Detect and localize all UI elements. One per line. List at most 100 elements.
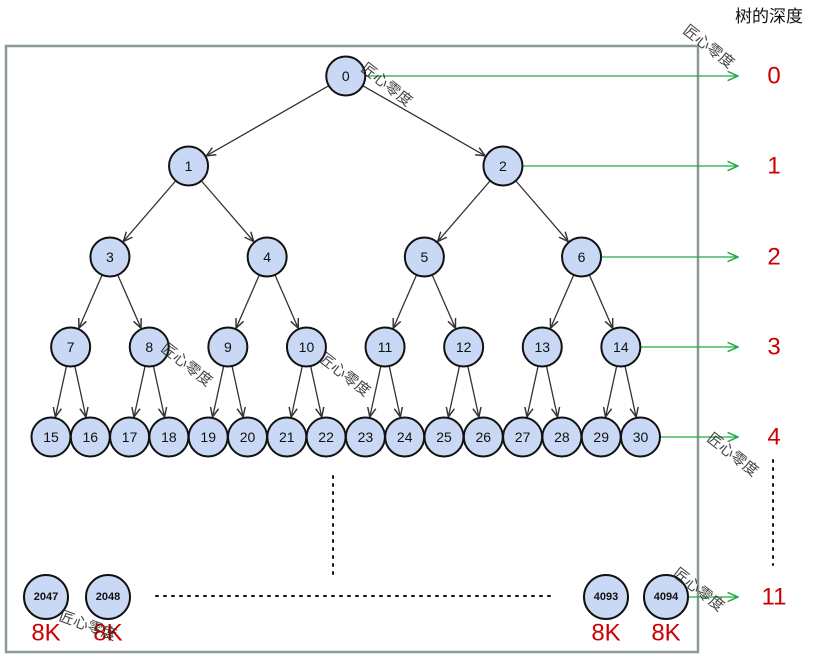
tree-node: 22	[305, 416, 347, 458]
node-label: 4	[263, 249, 271, 265]
node-circle	[561, 236, 603, 278]
node-circle	[403, 236, 445, 278]
watermark: 匠心零度	[358, 59, 416, 110]
tree-edge	[274, 274, 298, 328]
node-label: 0	[342, 68, 350, 84]
node-size-label: 8K	[591, 620, 620, 647]
node-label: 2048	[96, 591, 120, 603]
tree-edge	[431, 274, 455, 328]
tree-edge	[362, 85, 485, 156]
node-label: 20	[240, 429, 256, 445]
node-label: 27	[515, 429, 531, 445]
bottom-node: 4093 8K	[583, 574, 629, 647]
node-size-label: 8K	[651, 620, 680, 647]
tree-edge	[123, 180, 177, 242]
tree-node: 10	[285, 326, 327, 368]
node-label: 12	[456, 339, 472, 355]
tree-node: 25	[423, 416, 465, 458]
tree-node: 14	[600, 326, 642, 368]
node-label: 4094	[654, 591, 679, 603]
node-label: 2	[499, 158, 507, 174]
tree-node: 12	[443, 326, 485, 368]
depth-label: 3	[767, 334, 780, 361]
tree-node: 29	[580, 416, 622, 458]
tree-node: 17	[109, 416, 151, 458]
node-circle	[168, 145, 210, 187]
tree-edge	[545, 365, 557, 417]
tree-edge	[206, 85, 330, 156]
tree-edge	[515, 180, 568, 242]
tree-edge	[231, 365, 243, 417]
tree-node: 19	[187, 416, 229, 458]
node-label: 11	[378, 339, 393, 355]
tree-node: 5	[403, 236, 445, 278]
depth-label: 0	[767, 63, 780, 90]
node-circle	[325, 55, 367, 97]
tree-node: 7	[50, 326, 92, 368]
tree-edge	[152, 365, 164, 417]
node-label: 8	[145, 339, 153, 355]
depth-label: 4	[767, 424, 780, 451]
node-label: 10	[299, 339, 315, 355]
tree-edge	[448, 365, 461, 417]
tree-edge	[393, 274, 418, 328]
node-circle	[620, 416, 661, 458]
tree-node: 6	[561, 236, 603, 278]
tree-edge	[291, 365, 303, 417]
node-label: 9	[224, 339, 232, 355]
depth-label: 11	[762, 584, 787, 611]
bottom-node: 2048 8K	[85, 574, 131, 647]
tree-node: 26	[462, 416, 504, 458]
tree-node: 30	[620, 416, 661, 458]
node-label: 30	[633, 429, 649, 445]
diagram-frame	[4, 44, 700, 654]
tree-node: 23	[344, 416, 386, 458]
tree-node: 3	[89, 236, 131, 278]
node-label: 17	[122, 429, 138, 445]
node-label: 5	[420, 249, 428, 265]
tree-node: 13	[521, 326, 563, 368]
node-circle	[600, 326, 642, 368]
node-circle	[89, 236, 131, 278]
node-label: 24	[397, 429, 413, 445]
tree-edge	[134, 365, 146, 417]
tree-edge	[370, 365, 382, 417]
node-label: 7	[67, 339, 75, 355]
node-circle	[23, 574, 69, 620]
tree-edge	[388, 365, 400, 417]
tree-node: 8	[128, 326, 170, 368]
tree-edge	[117, 274, 141, 328]
node-label: 15	[43, 429, 59, 445]
tree-edge	[606, 365, 618, 417]
tree-node: 27	[502, 416, 544, 458]
node-circle	[85, 574, 131, 620]
node-circle	[285, 326, 327, 368]
node-circle	[364, 326, 406, 368]
tree-node: 1	[168, 145, 210, 187]
node-label: 21	[279, 429, 295, 445]
node-label: 1	[185, 158, 193, 174]
tree-node: 4	[246, 236, 288, 278]
depth-label: 1	[767, 153, 780, 180]
node-circle	[128, 326, 170, 368]
node-size-label: 8K	[93, 620, 122, 647]
node-label: 26	[476, 429, 492, 445]
node-label: 4093	[594, 591, 618, 603]
tree-node: 21	[266, 416, 308, 458]
node-circle	[50, 326, 92, 368]
tree-edge	[438, 180, 491, 242]
node-circle	[521, 326, 563, 368]
node-label: 14	[613, 339, 629, 355]
tree-edge	[74, 365, 86, 417]
node-circle	[246, 236, 288, 278]
depth-header: 树的深度	[735, 7, 803, 27]
tree-node: 20	[227, 416, 268, 458]
tree-edge	[550, 274, 575, 328]
node-label: 18	[161, 429, 177, 445]
node-label: 28	[554, 429, 570, 445]
tree-edge	[588, 274, 612, 328]
tree-node: 11	[364, 326, 406, 368]
